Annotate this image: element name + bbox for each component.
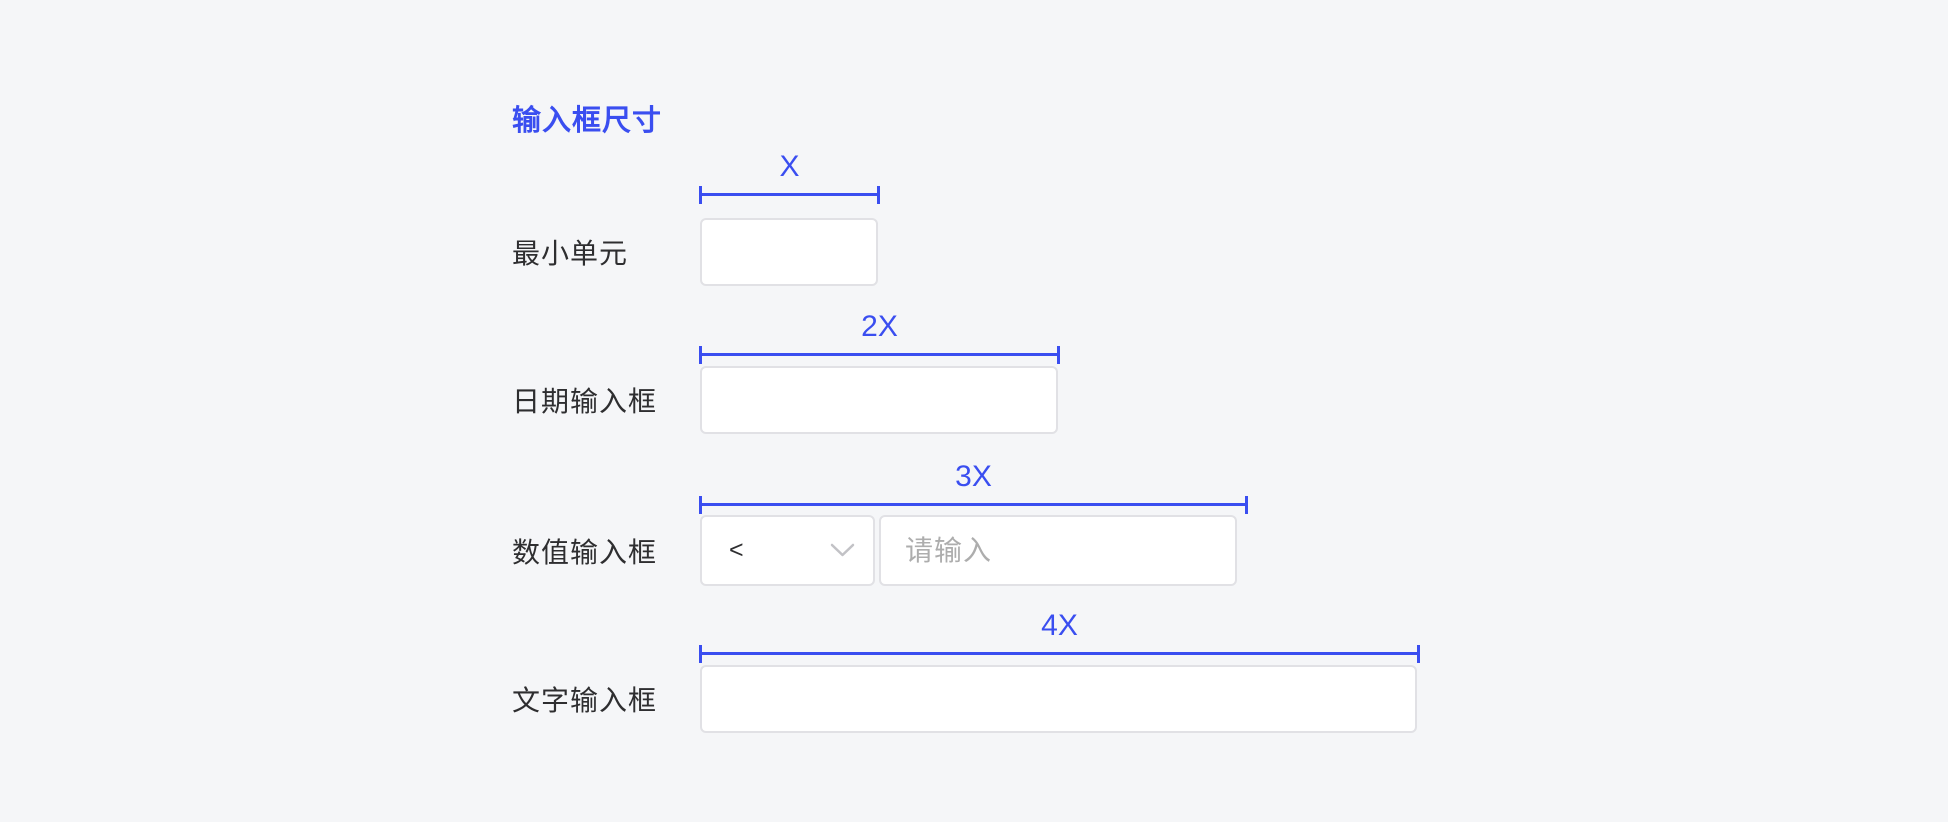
dimension-measure: 3X [699,462,1248,514]
dimension-line [699,186,880,204]
dimension-size-label: 3X [955,460,992,493]
dimension-measure: 4X [699,611,1420,663]
row-label: 文字输入框 [512,685,658,716]
number-input[interactable] [879,515,1237,586]
dimension-measure: 2X [699,312,1060,364]
dimension-line [699,645,1420,663]
min-unit-input[interactable] [700,218,878,286]
row-label: 数值输入框 [512,536,658,568]
dimension-size-label: 4X [1041,609,1078,642]
dimension-line [699,346,1060,364]
chevron-down-icon [830,543,855,558]
page-title: 输入框尺寸 [512,105,663,138]
comparison-operator-select[interactable]: < [700,515,875,586]
dimension-line [699,496,1248,514]
dimension-size-label: X [779,150,800,183]
selected-operator-value: < [729,536,744,564]
text-input[interactable] [700,665,1417,733]
date-input[interactable] [700,366,1058,434]
dimension-measure: X [699,152,880,204]
row-label: 日期输入框 [512,386,658,417]
row-label: 最小单元 [512,238,629,269]
dimension-size-label: 2X [861,310,898,343]
